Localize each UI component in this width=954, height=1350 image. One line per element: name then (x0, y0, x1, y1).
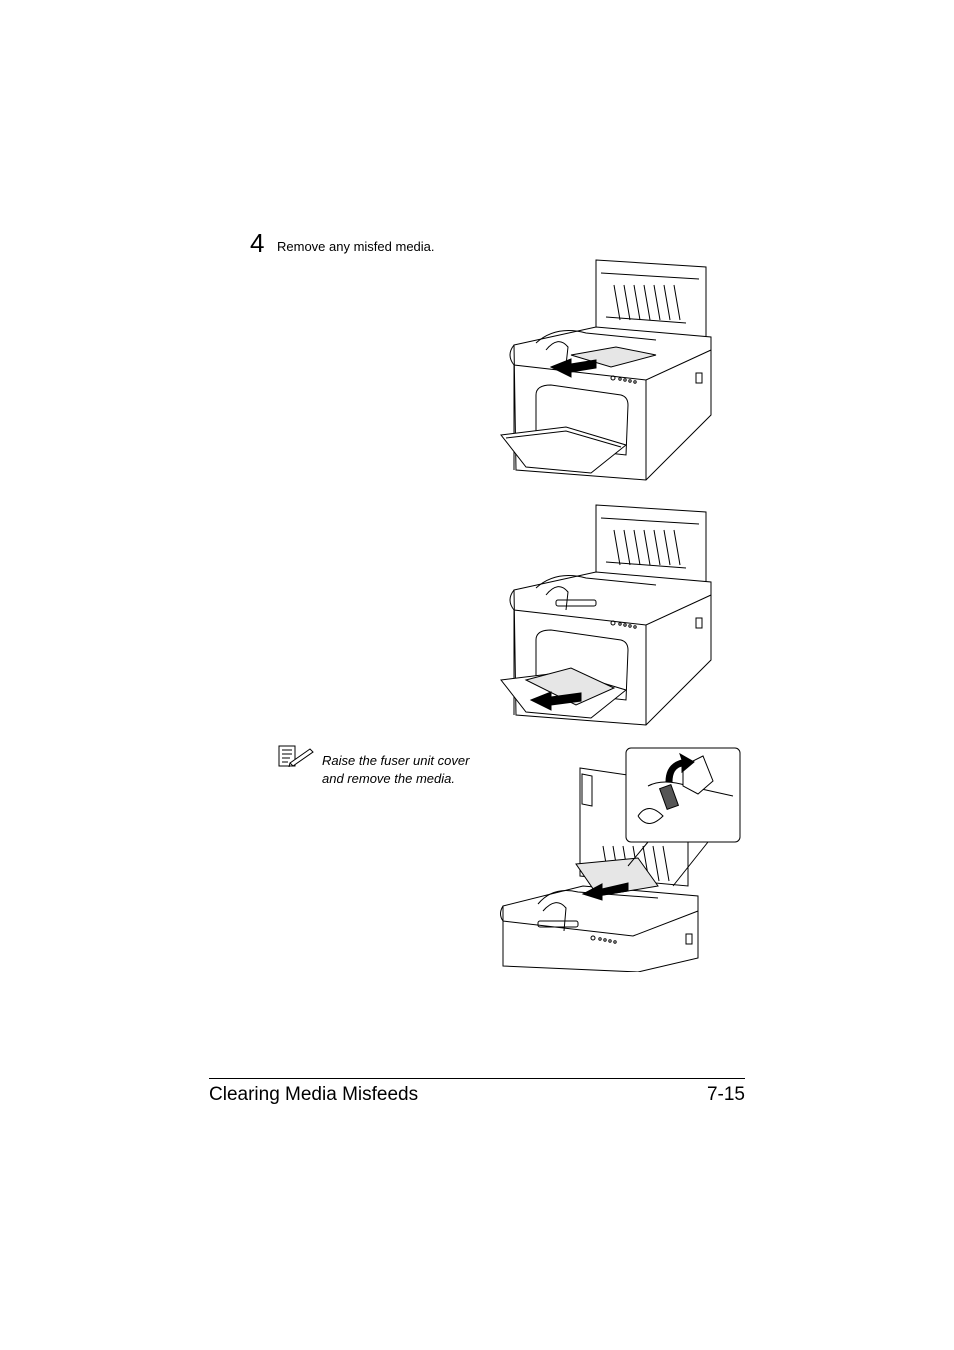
pull-left-arrow (551, 359, 596, 377)
printer-illustration-fuser-cover (498, 746, 742, 972)
note-text: Raise the fuser unit cover and remove th… (322, 752, 512, 788)
control-panel-lights (591, 936, 616, 943)
fuser-rollers (606, 285, 686, 323)
control-panel-lights (611, 621, 636, 628)
note-line-2: and remove the media. (322, 771, 455, 786)
pull-left-arrow (531, 692, 581, 710)
footer-page-number: 7-15 (706, 1084, 745, 1105)
step-instruction: Remove any misfed media. (277, 239, 435, 254)
step-number: 4 (250, 228, 265, 258)
footer-divider (209, 1078, 745, 1079)
inset-detail-frame (626, 748, 740, 842)
note-pencil-icon (278, 745, 314, 767)
printer-illustration-tray-removal (496, 500, 721, 726)
fuser-rollers (606, 530, 686, 568)
printer-illustration-top-removal (496, 255, 721, 481)
footer-section-title: Clearing Media Misfeeds (209, 1084, 419, 1105)
pull-left-arrow (583, 883, 628, 900)
control-panel-lights (611, 376, 636, 383)
raise-arrow (666, 754, 694, 782)
note-line-1: Raise the fuser unit cover (322, 753, 470, 768)
